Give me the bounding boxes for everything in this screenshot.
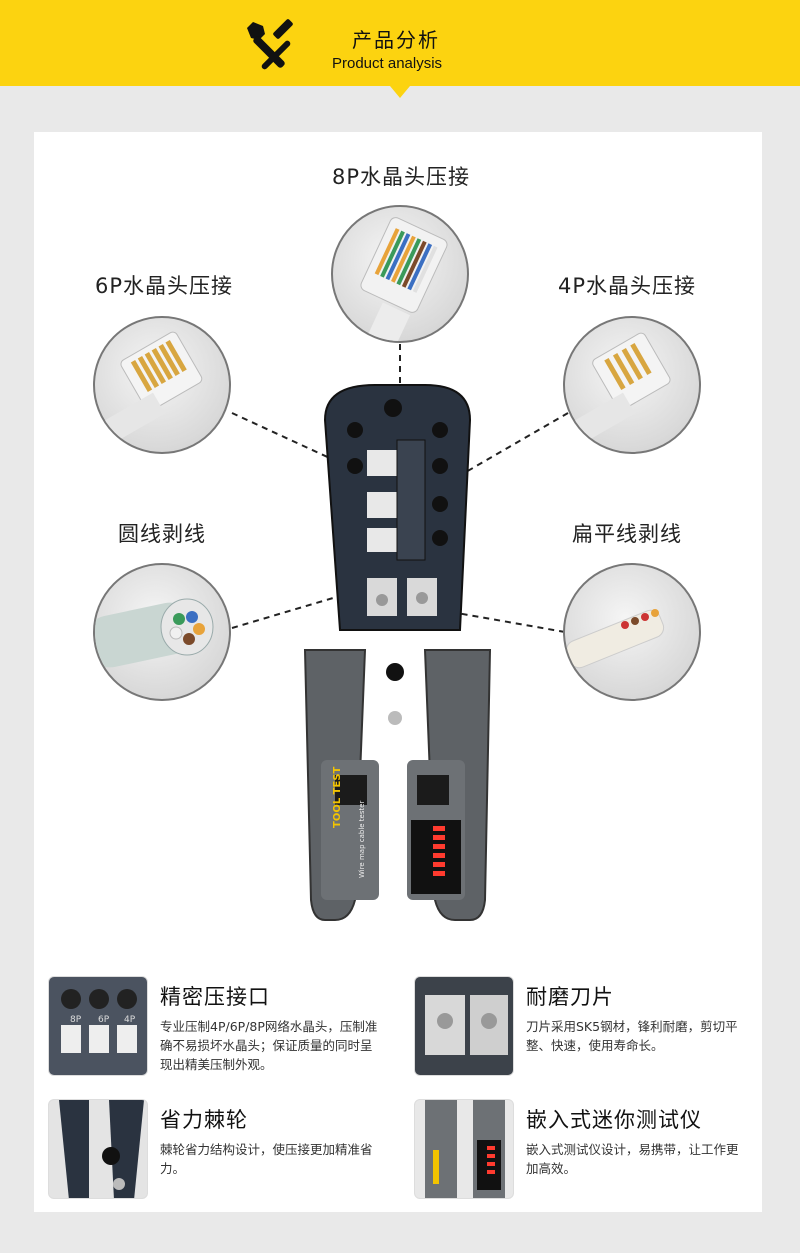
header-notch <box>390 86 410 98</box>
callout-8p-label: 8P水晶头压接 <box>332 165 471 189</box>
feature-title-blade: 耐磨刀片 <box>526 985 614 1009</box>
callout-round-strip-label: 圆线剥线 <box>118 522 206 546</box>
feature-desc-crimp: 专业压制4P/6P/8P网络水晶头，压制准确不易损坏水晶头；保证质量的同时呈现出… <box>160 1019 378 1072</box>
tester-model-label: Wire map cable tester <box>358 800 366 878</box>
feature-desc-ratchet: 棘轮省力结构设计，使压接更加精准省力。 <box>160 1142 373 1176</box>
rj12-connector-photo <box>93 316 231 454</box>
feature-desc-blade: 刀片采用SK5钢材，锋利耐磨，剪切平整、快速，使用寿命长。 <box>526 1019 738 1053</box>
wrench-screwdriver-icon <box>247 19 293 70</box>
thumb-label-4p: 4P <box>124 1015 136 1025</box>
thumb-label-6p: 6P <box>98 1015 110 1025</box>
callout-flat-strip-label: 扁平线剥线 <box>572 522 682 546</box>
flat-cable-photo <box>563 563 701 701</box>
section-subtitle: Product analysis <box>332 55 443 72</box>
feature-title-ratchet: 省力棘轮 <box>160 1108 248 1132</box>
rj11-connector-photo <box>563 316 701 454</box>
section-title: 产品分析 <box>352 28 440 52</box>
feature-title-crimp: 精密压接口 <box>160 985 270 1009</box>
feature-ratchet-thumb <box>48 1099 148 1199</box>
feature-blade-thumb <box>414 976 514 1076</box>
thumb-label-8p: 8P <box>70 1015 82 1025</box>
round-cable-photo <box>93 563 231 701</box>
feature-crimp-thumb <box>48 976 148 1076</box>
callout-4p-label: 4P水晶头压接 <box>558 274 697 298</box>
feature-tester-thumb <box>414 1099 514 1199</box>
crimping-tool-illustration <box>303 384 492 921</box>
header-banner: 产品分析 Product analysis <box>0 0 800 86</box>
feature-desc-tester: 嵌入式测试仪设计，易携带，让工作更加高效。 <box>526 1142 739 1176</box>
feature-title-tester: 嵌入式迷你测试仪 <box>526 1108 702 1132</box>
callout-6p-label: 6P水晶头压接 <box>95 274 234 298</box>
tester-brand-label: TOOL TEST <box>332 766 343 828</box>
rj45-connector-photo <box>331 205 469 343</box>
